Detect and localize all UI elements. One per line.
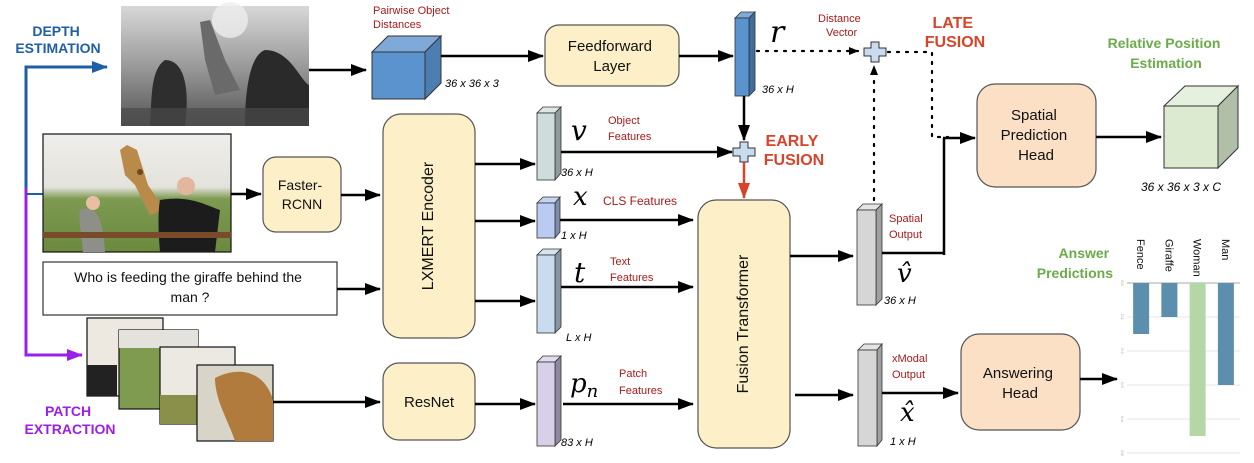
- svg-text:Spatial Prediction: Spatial Prediction Head: [1001, 107, 1072, 164]
- question-text-box: Who is feeding the giraffe behind the ma…: [42, 261, 338, 316]
- chart-y-tick-label: 0.1: [1120, 314, 1125, 320]
- xmodal-output-label: xModal Output: [892, 353, 931, 381]
- patch-extraction-label: PATCH EXTRACTION: [25, 403, 116, 437]
- chart-bar-giraffe: [1161, 283, 1178, 317]
- feedforward-layer-box: Feedforward Layer: [544, 24, 680, 87]
- chart-category-label: Fence: [1134, 239, 1146, 270]
- cube-dims-label: 36 x 36 x 3: [445, 78, 500, 90]
- input-image: [42, 133, 232, 253]
- dotted-line-late-fusion-to-head: [886, 50, 950, 139]
- lxmert-encoder-box: LXMERT Encoder: [382, 113, 476, 339]
- patch-route: [24, 188, 83, 361]
- vhat-dims-label: 36 x H: [884, 295, 916, 307]
- relative-position-label: Relative Position Estimation: [1108, 35, 1225, 71]
- xhat-symbol: x̂: [900, 398, 915, 428]
- patch-images-stack: [86, 317, 274, 442]
- r-symbol: r: [770, 15, 786, 50]
- depth-estimation-label: DEPTH ESTIMATION: [15, 23, 100, 56]
- chart-y-tick-label: 0.3: [1120, 382, 1125, 388]
- v-dims-label: 36 x H: [561, 167, 593, 179]
- resnet-box: ResNet: [382, 362, 476, 441]
- output-cube-dims-label: 36 x 36 x 3 x C: [1141, 180, 1221, 194]
- p-dims-label: 83 x H: [561, 437, 593, 449]
- faster-rcnn-box: Faster- RCNN: [262, 156, 342, 233]
- x-vector-block: [536, 195, 561, 240]
- v-symbol: v: [571, 114, 587, 147]
- depth-route: [24, 61, 108, 188]
- t-vector-block: [536, 248, 562, 334]
- p-symbol: pn: [570, 369, 598, 402]
- chart-category-label: Man: [1219, 239, 1231, 260]
- chart-y-tick-label: 0.4: [1120, 416, 1125, 422]
- chart-y-tick-label: 0.2: [1120, 348, 1125, 354]
- vhat-symbol: v̂: [897, 259, 912, 289]
- t-symbol: t: [574, 256, 586, 289]
- cls-features-label: CLS Features: [603, 194, 677, 208]
- chart-bar-man: [1217, 283, 1234, 385]
- v-vector-block: [536, 106, 562, 182]
- x-symbol: x: [573, 182, 588, 212]
- chart-category-label: Giraffe: [1162, 239, 1174, 272]
- late-fusion-plus-icon: [863, 41, 887, 63]
- svg-text:Feedforward Layer: Feedforward Layer: [568, 38, 656, 75]
- pairwise-distance-cube: [370, 34, 443, 101]
- p-vector-block: [536, 355, 562, 447]
- chart-y-tick-label: 0.0: [1120, 280, 1125, 286]
- svg-text:Who is feeding the giraffe beh: Who is feeding the giraffe behind the ma…: [74, 269, 306, 305]
- r-vector-block: [734, 11, 756, 97]
- chart-y-tick-label: 0.5: [1120, 450, 1125, 456]
- fusion-transformer-box: Fusion Transformer: [697, 199, 791, 449]
- distance-vector-label: Distance Vector: [818, 13, 864, 39]
- early-fusion-label: EARLY FUSION: [764, 133, 824, 169]
- xhat-dims-label: 1 x H: [890, 436, 916, 448]
- svg-text:Faster- RCNN: Faster- RCNN: [278, 177, 326, 212]
- vhat-vector-block: [856, 203, 883, 306]
- r-dims-label: 36 x H: [762, 84, 794, 96]
- svg-text:ResNet: ResNet: [404, 394, 455, 411]
- xhat-vector-block: [857, 342, 883, 448]
- text-features-label: Text Features: [610, 256, 654, 284]
- svg-text:Fusion Transformer: Fusion Transformer: [735, 254, 752, 393]
- relative-position-cube: [1162, 84, 1240, 170]
- spatial-prediction-head-box: Spatial Prediction Head: [976, 83, 1097, 188]
- chart-category-label: Woman: [1191, 239, 1203, 277]
- early-fusion-plus-icon: [732, 141, 756, 163]
- answer-predictions-label: Answer Predictions: [1037, 245, 1113, 281]
- chart-bar-fence: [1133, 283, 1150, 334]
- late-fusion-label: LATE FUSION: [925, 15, 985, 51]
- chart-bar-woman: [1189, 283, 1206, 436]
- svg-text:Answering Head: Answering Head: [983, 365, 1057, 402]
- answer-predictions-chart: 0.0 0.1 0.2 0.3 0.4 0.5 Fence Giraffe Woman Man: [1120, 239, 1240, 457]
- svg-text:LXMERT Encoder: LXMERT Encoder: [420, 161, 437, 290]
- answering-head-box: Answering Head: [960, 333, 1081, 431]
- depth-map-image: [121, 2, 309, 126]
- x-dims-label: 1 x H: [561, 230, 587, 242]
- spatial-output-label: Spatial Output: [889, 213, 926, 241]
- t-dims-label: L x H: [566, 332, 592, 344]
- pairwise-distances-label: Pairwise Object Distances: [373, 5, 452, 31]
- object-features-label: Object Features: [608, 115, 652, 143]
- patch-features-label: Patch Features: [619, 368, 663, 397]
